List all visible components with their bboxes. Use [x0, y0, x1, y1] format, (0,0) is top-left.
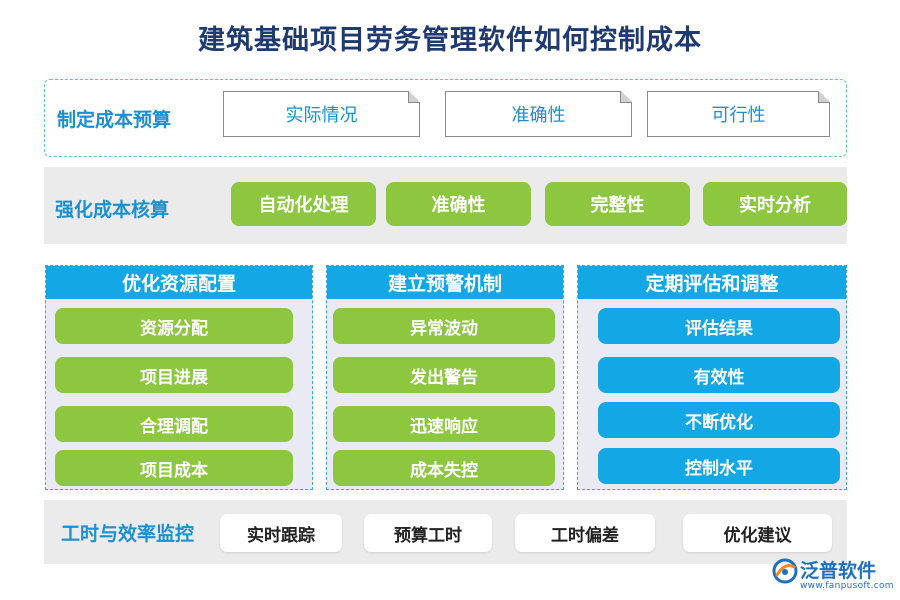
column-item: 合理调配	[55, 406, 293, 442]
fanpu-logo-icon	[772, 558, 798, 584]
column-item: 发出警告	[333, 357, 555, 393]
column-item: 评估结果	[598, 308, 840, 344]
accounting-label: 强化成本核算	[55, 199, 170, 221]
monitoring-label: 工时与效率监控	[61, 523, 195, 545]
budget-item-feasibility: 可行性	[647, 91, 830, 137]
column-item: 不断优化	[598, 402, 840, 438]
accounting-item-accuracy: 准确性	[386, 182, 531, 226]
column-title: 优化资源配置	[46, 266, 312, 299]
budget-item-actual: 实际情况	[223, 91, 420, 137]
budget-item-accuracy: 准确性	[445, 91, 632, 137]
page-fold-icon	[620, 91, 632, 103]
budget-label: 制定成本预算	[57, 109, 172, 131]
page-title: 建筑基础项目劳务管理软件如何控制成本	[198, 25, 702, 56]
column-warning-mechanism: 建立预警机制 异常波动 发出警告 迅速响应 成本失控	[326, 265, 564, 490]
column-periodic-review: 定期评估和调整 评估结果 有效性 不断优化 控制水平	[577, 265, 847, 490]
page-fold-icon	[408, 91, 420, 103]
column-item: 资源分配	[55, 308, 293, 344]
accounting-item-realtime: 实时分析	[703, 182, 847, 226]
column-item: 有效性	[598, 357, 840, 393]
column-item: 异常波动	[333, 308, 555, 344]
column-item: 成本失控	[333, 450, 555, 486]
accounting-item-automation: 自动化处理	[231, 182, 376, 226]
brand-logo: 泛普软件 www.fanpusoft.com	[770, 556, 895, 596]
accounting-item-completeness: 完整性	[545, 182, 690, 226]
column-title: 定期评估和调整	[578, 266, 846, 299]
column-item: 迅速响应	[333, 406, 555, 442]
column-item: 控制水平	[598, 448, 840, 484]
column-title: 建立预警机制	[327, 266, 563, 299]
column-item: 项目进展	[55, 357, 293, 393]
monitoring-item-deviation: 工时偏差	[515, 514, 655, 552]
monitoring-item-budget-hours: 预算工时	[364, 514, 492, 552]
column-resource-allocation: 优化资源配置 资源分配 项目进展 合理调配 项目成本	[45, 265, 313, 490]
brand-url: www.fanpusoft.com	[800, 581, 894, 591]
brand-name: 泛普软件	[800, 560, 877, 582]
monitoring-item-suggestions: 优化建议	[683, 514, 832, 552]
column-item: 项目成本	[55, 450, 293, 486]
monitoring-item-tracking: 实时跟踪	[220, 514, 342, 552]
page-fold-icon	[818, 91, 830, 103]
